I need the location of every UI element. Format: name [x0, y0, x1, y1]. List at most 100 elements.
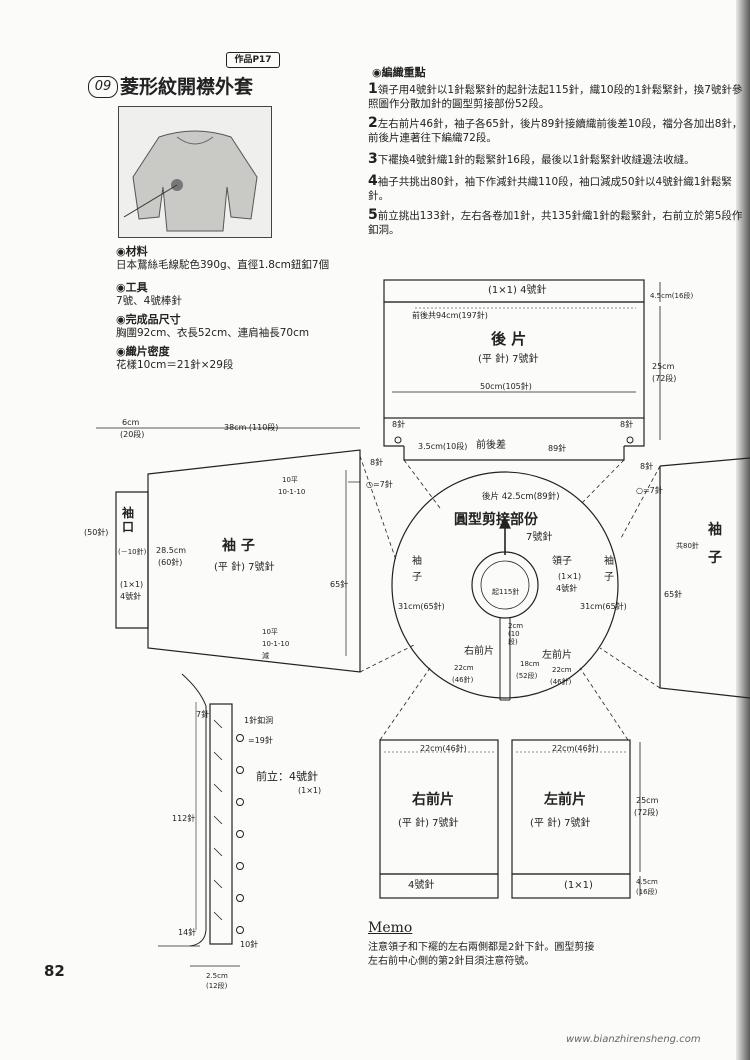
yoke-needle: 7號針 — [526, 532, 553, 543]
sleeve-length: 38cm (110段) — [224, 423, 279, 432]
memo-title: Memo — [368, 920, 413, 936]
band-title: 前立：4號針 — [256, 770, 318, 783]
band-10: 10針 — [240, 940, 259, 949]
yoke-rise-rows: (52段) — [516, 672, 538, 680]
yoke-sleeve-right-2: 子 — [604, 572, 614, 583]
sleeve-top-rows: (20段) — [120, 430, 145, 439]
right-front-rib: 4號針 — [408, 880, 435, 891]
band-7: 7針 — [196, 710, 210, 719]
back-rib-height: 4.5cm(16段) — [650, 292, 694, 300]
yoke-right-front: 右前片 — [464, 646, 494, 657]
yoke-right-front-width: 22cm — [454, 664, 474, 672]
yoke-rib-height: 2cm (10段) — [508, 622, 524, 646]
step-1: 1領子用4號針以1針鬆緊針的起針法起115針，織10段的1針鬆緊針，換7號針參照… — [368, 81, 743, 110]
tools-text: 7號、4號棒針 — [116, 295, 182, 307]
materials-heading: ◉材料 — [116, 245, 148, 258]
cuff-title: 袖口 — [122, 506, 135, 535]
sleeve-65: 65針 — [330, 580, 349, 589]
band-14: 14針 — [178, 928, 197, 937]
size-text: 胸圍92cm、衣長52cm、連肩袖長70cm — [116, 327, 310, 339]
sleeve-stitch: (平 針) 7號針 — [214, 562, 275, 573]
front-band-strip — [209, 703, 233, 945]
left-front-rib — [511, 873, 631, 899]
yoke-sleeve-left-height: 31cm(65針) — [398, 602, 445, 611]
gauge-text: 花樣10cm＝21針×29段 — [116, 359, 234, 371]
page-binding-shadow — [736, 0, 750, 1060]
right-sleeve-gusset-8: 8針 — [640, 462, 654, 471]
sleeve-dec-d: 10-1-10 — [262, 640, 290, 648]
sleeve-dec-a: 10平 — [282, 476, 298, 484]
memo-line-2: 左右前中心側的第2針目須注意符號。 — [368, 956, 535, 967]
left-front-width: 22cm(46針) — [552, 744, 599, 753]
right-front-stitch: (平 針) 7號針 — [398, 818, 459, 829]
yoke-rise: 18cm — [520, 660, 540, 668]
yoke-sleeve-left-1: 袖 — [412, 556, 422, 567]
size-heading: ◉完成品尺寸 — [116, 313, 181, 326]
sleeve-gusset-7: ○=7針 — [366, 480, 393, 489]
step-4: 4袖子共挑出80針，袖下作減針共織110段，袖口減成50針以4號針織1針鬆緊針。 — [368, 173, 732, 202]
yoke-title: 圓型剪接部份 — [454, 512, 538, 528]
materials-text: 日本鵞絲毛線駝色390g、直徑1.8cm鈕釦7個 — [116, 259, 330, 271]
band-rib: (1×1) — [298, 786, 322, 795]
points-heading: ◉編織重點 — [372, 66, 426, 79]
cuff-stitches: (50針) — [84, 528, 109, 537]
band-112: 112針 — [172, 814, 196, 823]
left-front-length: 25cm — [636, 796, 659, 805]
sleeve-cuff-outline — [115, 491, 149, 629]
left-front-stitch: (平 針) 7號針 — [530, 818, 591, 829]
back-top-note: 前後共94cm(197針) — [412, 311, 488, 320]
sleeve-gusset-8: 8針 — [370, 458, 384, 467]
right-sleeve-title-1: 袖 — [708, 522, 722, 538]
right-sleeve-title-2: 子 — [708, 550, 722, 566]
right-front-title: 右前片 — [412, 792, 454, 808]
back-diff-size: 3.5cm(10段) — [418, 442, 468, 451]
cuff-rib: (1×1) — [120, 580, 144, 589]
collar-rib: (1×1) — [558, 572, 582, 581]
pattern-title: 菱形紋開襟外套 — [120, 76, 254, 98]
pattern-number: 09 — [88, 76, 118, 98]
collar-needle: 4號針 — [556, 584, 578, 593]
right-sleeve-80: 共80針 — [676, 542, 699, 550]
back-stitch: (平 針) 7號針 — [478, 354, 539, 365]
band-buttonhole: 1針釦洞 — [244, 716, 274, 725]
left-front-title: 左前片 — [544, 792, 586, 808]
yoke-left-front-width: 22cm — [552, 666, 572, 674]
back-title: 後 片 — [491, 330, 527, 348]
step-2: 2左右前片46針，袖子各65針，後片89針接續織前後差10段，襠分各加出8針，前… — [368, 115, 743, 144]
back-diff-label: 前後差 — [476, 440, 506, 451]
step-3: 3下襬換4號針織1針的鬆緊針16段，最後以1針鬆緊針收縫邊法收縫。 — [368, 151, 695, 167]
yoke-sleeve-left-2: 子 — [412, 572, 422, 583]
right-front-rib — [379, 873, 499, 899]
sleeve-dec-c: 10平 — [262, 628, 278, 636]
memo-line-1: 注意領子和下襬的左右兩側都是2針下針。圓型剪接 — [368, 942, 595, 953]
right-sleeve-gusset-7: ○=7針 — [636, 486, 663, 495]
yoke-neck-circle — [471, 551, 539, 619]
left-front-rib-height: 4.5cm — [636, 878, 658, 886]
left-front-rib-rows: (16段) — [636, 888, 658, 896]
sleeve-dec-b: 10-1-10 — [278, 488, 306, 496]
sleeve-title: 袖 子 — [222, 538, 255, 554]
tools-heading: ◉工具 — [116, 281, 148, 294]
back-length-rows: (72段) — [652, 374, 677, 383]
cuff-decrease: (－10針) — [118, 548, 147, 556]
step-5: 5前立挑出133針，左右各卷加1針，共135針織1針的鬆緊針，右前立於第5段作釦… — [368, 207, 743, 236]
sweater-illustration — [123, 130, 258, 232]
band-19: =19針 — [248, 736, 273, 745]
back-gusset-right: 8針 — [620, 420, 634, 429]
left-front-rib: (1×1) — [564, 880, 593, 891]
yoke-start: 起115針 — [492, 588, 520, 596]
band-width-rows: (12段) — [206, 982, 228, 990]
back-body — [383, 301, 645, 419]
watermark-text: www.bianzhirensheng.com — [566, 1034, 701, 1045]
yoke-left-front-st: (46針) — [550, 678, 572, 686]
back-width: 50cm(105針) — [480, 382, 532, 391]
yoke-outer-circle — [391, 471, 619, 699]
left-front-length-rows: (72段) — [634, 808, 659, 817]
back-rib-label: (1×1) 4號針 — [488, 285, 547, 296]
band-width: 2.5cm — [206, 972, 228, 980]
work-badge: 作品P17 — [226, 52, 280, 68]
collar-title: 領子 — [552, 556, 572, 567]
yoke-left-front: 左前片 — [542, 650, 572, 661]
yoke-sleeve-right-1: 袖 — [604, 556, 614, 567]
sleeve-height: 28.5cm — [156, 546, 187, 555]
